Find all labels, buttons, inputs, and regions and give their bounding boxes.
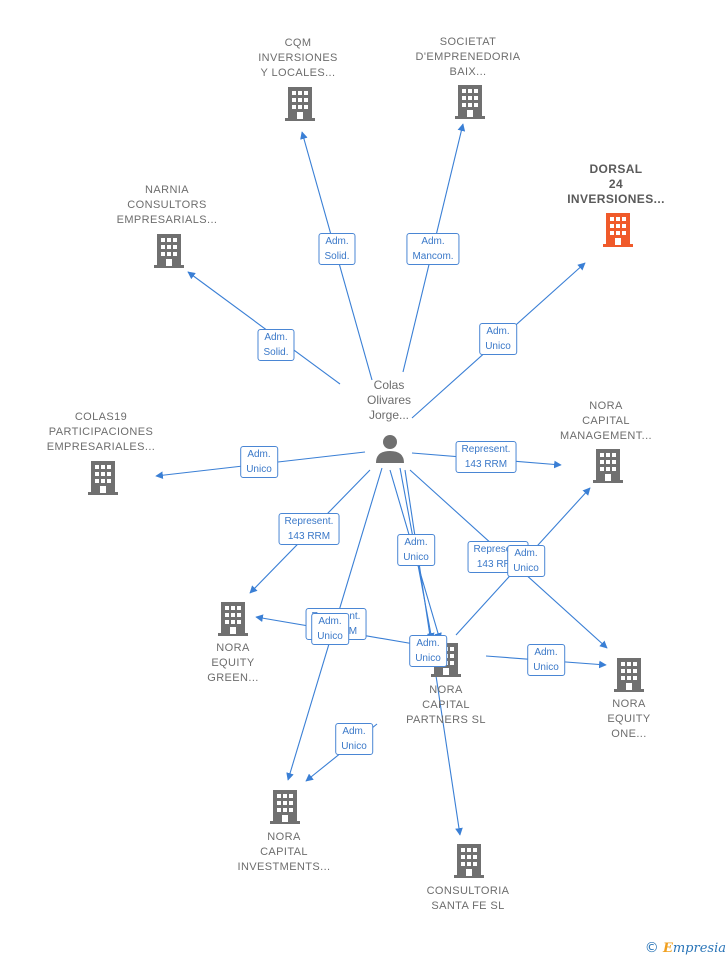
company-label-dorsal[interactable]: DORSAL 24 INVERSIONES... xyxy=(567,162,665,206)
relation-badge-nora_one_adm[interactable]: Adm. Unico xyxy=(507,545,545,577)
person-label[interactable]: Colas Olivares Jorge... xyxy=(366,378,411,422)
building-icon[interactable] xyxy=(614,658,644,692)
building-icon[interactable] xyxy=(285,87,315,121)
relation-badge-dorsal[interactable]: Adm. Unico xyxy=(479,323,517,355)
relation-badge-nora_partners[interactable]: Adm. Unico xyxy=(397,534,435,566)
company-label-cqm[interactable]: CQM INVERSIONES Y LOCALES... xyxy=(258,37,338,79)
copyright-icon: © xyxy=(644,940,659,956)
brand-initial: E xyxy=(662,941,673,956)
company-label-consultoria[interactable]: CONSULTORIA SANTA FE SL xyxy=(426,885,510,912)
relation-badge-partners_invest[interactable]: Adm. Unico xyxy=(335,723,373,755)
edge-line xyxy=(187,271,341,385)
building-icon[interactable] xyxy=(88,461,118,495)
footer-brand[interactable]: © Empresia xyxy=(645,940,726,956)
building-icon[interactable] xyxy=(154,234,184,268)
company-label-nora_green[interactable]: NORA EQUITY GREEN... xyxy=(207,642,259,684)
brand-name: mpresia xyxy=(672,941,726,956)
building-icon[interactable] xyxy=(455,85,485,119)
relation-badge-nora_mgmt[interactable]: Represent. 143 RRM xyxy=(455,441,517,473)
building-icon[interactable] xyxy=(270,790,300,824)
relation-badge-colas19[interactable]: Adm. Unico xyxy=(240,446,278,478)
company-label-colas19[interactable]: COLAS19 PARTICIPACIONES EMPRESARIALES... xyxy=(46,411,156,453)
relation-badge-narnia[interactable]: Adm. Solid. xyxy=(257,329,295,361)
relation-badge-nora_green_rep[interactable]: Represent. 143 RRM xyxy=(278,513,340,545)
relation-badge-partners_hub[interactable]: Adm. Unico xyxy=(409,635,447,667)
edge-layer xyxy=(155,123,608,836)
company-label-societat[interactable]: SOCIETAT D'EMPRENEDORIA BAIX... xyxy=(415,36,521,78)
company-label-nora_invest[interactable]: NORA CAPITAL INVESTMENTS... xyxy=(237,831,331,873)
company-label-nora_one[interactable]: NORA EQUITY ONE... xyxy=(607,698,651,740)
company-label-nora_partners[interactable]: NORA CAPITAL PARTNERS SL xyxy=(406,684,486,726)
building-icon[interactable] xyxy=(593,449,623,483)
icon-layer xyxy=(88,85,644,878)
person-icon[interactable] xyxy=(376,435,404,463)
relation-badge-partners_one[interactable]: Adm. Unico xyxy=(527,644,565,676)
building-icon[interactable] xyxy=(454,844,484,878)
building-icon[interactable] xyxy=(603,213,633,247)
building-icon[interactable] xyxy=(218,602,248,636)
company-label-nora_mgmt[interactable]: NORA CAPITAL MANAGEMENT... xyxy=(560,400,652,442)
relation-badge-societat[interactable]: Adm. Mancom. xyxy=(406,233,460,265)
relation-badge-cqm[interactable]: Adm. Solid. xyxy=(318,233,356,265)
company-label-narnia[interactable]: NARNIA CONSULTORS EMPRESARIALS... xyxy=(116,184,218,226)
relation-badge-partners_green_adm[interactable]: Adm. Unico xyxy=(311,613,349,645)
